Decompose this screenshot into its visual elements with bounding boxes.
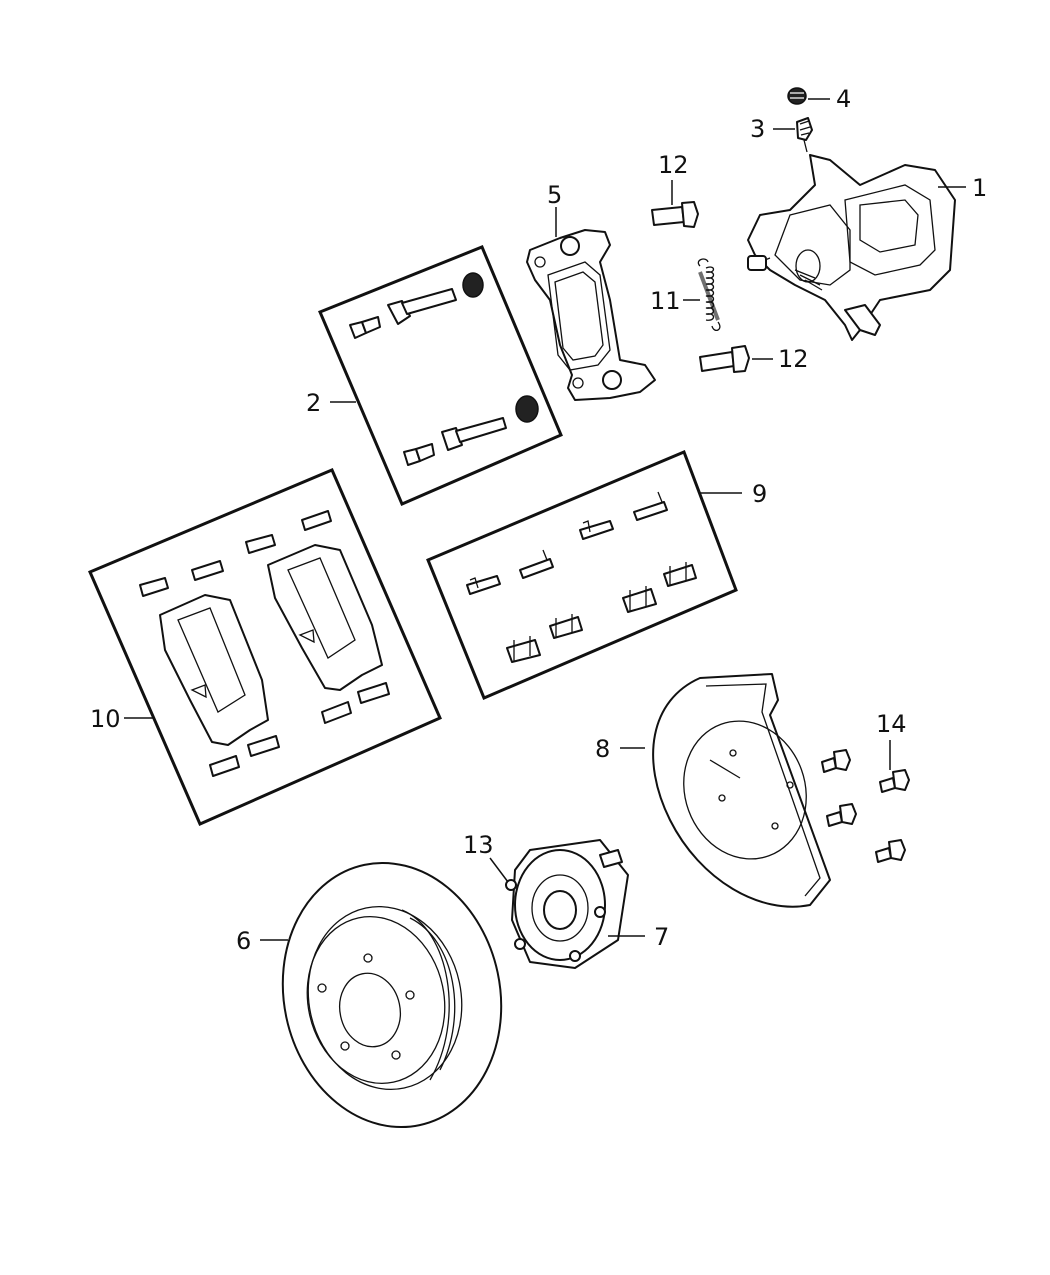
abutment-clip-icon (663, 562, 697, 587)
callout-9: 9 (752, 480, 767, 508)
callout-11: 11 (650, 287, 681, 315)
abutment-clip-icon (466, 575, 501, 595)
bolt-icon (879, 769, 910, 793)
abutment-clip-icon (579, 520, 614, 540)
brake-rotor-icon (281, 861, 503, 1129)
callout-14: 14 (876, 710, 907, 738)
guide-pin-bolt-icon (651, 201, 699, 228)
bleeder-screw-icon (796, 117, 813, 153)
callout-8: 8 (595, 735, 610, 763)
abutment-clip-icon (622, 586, 657, 613)
callout-13: 13 (463, 831, 494, 859)
bolt-icon (826, 803, 857, 827)
brake-pad-icon (159, 594, 269, 746)
hub-bearing-icon (505, 839, 629, 969)
guide-pin-kit-box (318, 245, 563, 506)
callout-7: 7 (654, 923, 669, 951)
callout-3: 3 (750, 115, 765, 143)
callout-12-lower: 12 (778, 345, 809, 373)
brake-pad-kit-box (88, 468, 442, 826)
callout-12-upper: 12 (658, 151, 689, 179)
callout-2: 2 (306, 389, 321, 417)
abutment-clip-icon (633, 491, 668, 521)
callout-5: 5 (547, 181, 562, 209)
abutment-clip-icon (519, 549, 554, 579)
callout-10: 10 (90, 705, 121, 733)
clip-kit-box (426, 450, 738, 700)
leader-line-13 (489, 857, 509, 883)
guide-pin-bolt-icon (699, 345, 750, 373)
callout-6: 6 (236, 927, 251, 955)
dust-shield-icon (652, 673, 831, 908)
brake-pad-icon (267, 544, 383, 691)
bleeder-cap-icon (787, 87, 807, 105)
caliper-adapter-icon (526, 229, 656, 401)
bolt-icon (821, 749, 851, 773)
callout-4: 4 (836, 85, 851, 113)
spring-icon (697, 258, 721, 331)
abutment-clip-icon (506, 636, 541, 663)
abutment-clip-icon (549, 614, 583, 639)
brake-caliper-icon (747, 154, 956, 341)
callout-1: 1 (972, 174, 987, 202)
bolt-icon (875, 839, 906, 863)
